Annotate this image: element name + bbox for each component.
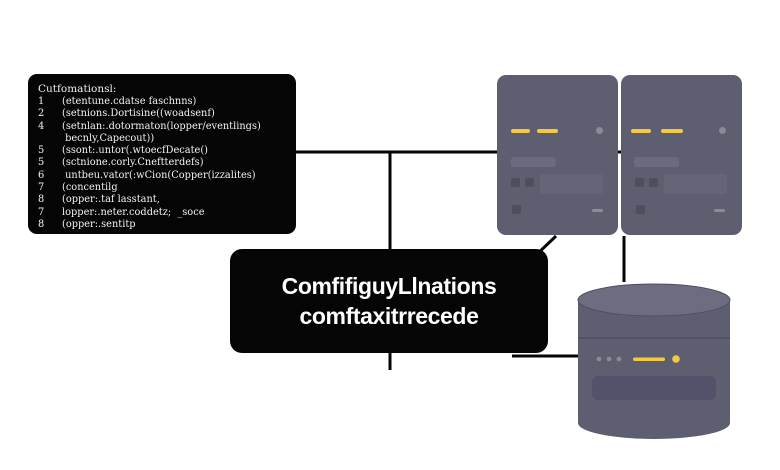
label-line-1: ComfifiguyLlnations <box>281 273 497 299</box>
code-line-text: (concentilg <box>62 182 118 194</box>
code-line-number: 5 <box>38 157 45 169</box>
code-line-text: (setnions.Dortisine((woadsenf) <box>62 108 215 120</box>
code-line-number: 1 <box>38 96 45 107</box>
code-line-number: 8 <box>38 218 45 230</box>
code-line: 1 (etentune.cdatse faschnns) <box>38 96 286 108</box>
database-icon <box>577 283 731 439</box>
code-line-number: 2 <box>38 108 45 120</box>
code-line: becnly,Capecout)) <box>38 133 286 145</box>
label-line-2: comftaxitrrecede <box>299 303 479 329</box>
code-line: 2 (setnions.Dortisine((woadsenf) <box>38 108 286 120</box>
code-line: 6 untbeu.vator(:wCion(Copper(izzalites) <box>38 170 286 182</box>
code-line-text: becnly,Capecout)) <box>62 132 155 144</box>
code-line-number: 7 <box>38 206 45 218</box>
code-line-number: 5 <box>38 145 45 157</box>
server-right-icon <box>621 75 742 235</box>
code-line-text: lopper:.neter.coddetz; _soce <box>62 206 205 218</box>
code-line: 4 (setnlan:.dotormaton(lopper/eventlings) <box>38 121 286 133</box>
code-lines: 1 (etentune.cdatse faschnns) 2 (setnions.Do… <box>38 96 286 231</box>
code-panel-title: Cutfomationsl: <box>38 83 117 95</box>
code-line-text: (opper:.sentitp <box>62 218 136 230</box>
code-line-text: (sctnione.corly.Cneftterdefs) <box>62 157 204 169</box>
code-line-text: (setnlan:.dotormaton(lopper/eventlings) <box>62 120 261 132</box>
code-line: 7 (concentilg <box>38 182 286 194</box>
code-line: 5 (ssont:.untor(.wtoecfDecate() <box>38 145 286 157</box>
code-line-text: (etentune.cdatse faschnns) <box>62 96 197 107</box>
code-line-text: (ssont:.untor(.wtoecfDecate() <box>62 145 209 157</box>
code-line-number: 4 <box>38 120 45 132</box>
code-line: 7 lopper:.neter.coddetz; _soce <box>38 207 286 219</box>
code-line-number: 7 <box>38 182 45 194</box>
code-line-text: untbeu.vator(:wCion(Copper(izzalites) <box>62 169 256 181</box>
server-left-icon <box>497 75 618 235</box>
code-line-number: 6 <box>38 169 45 181</box>
code-panel: Cutfomationsl: 1 (etentune.cdatse faschnn… <box>28 74 296 234</box>
code-line-text: (opper:.taf lasstant, <box>62 194 160 206</box>
configuration-label-box: ComfifiguyLlnations comftaxitrrecede <box>230 249 548 353</box>
code-line: 8 (opper:.taf lasstant, <box>38 194 286 206</box>
code-line: 5 (sctnione.corly.Cneftterdefs) <box>38 157 286 169</box>
code-line-number: 8 <box>38 194 45 206</box>
code-line: 8 (opper:.sentitp <box>38 219 286 231</box>
code-line-number <box>38 133 62 145</box>
